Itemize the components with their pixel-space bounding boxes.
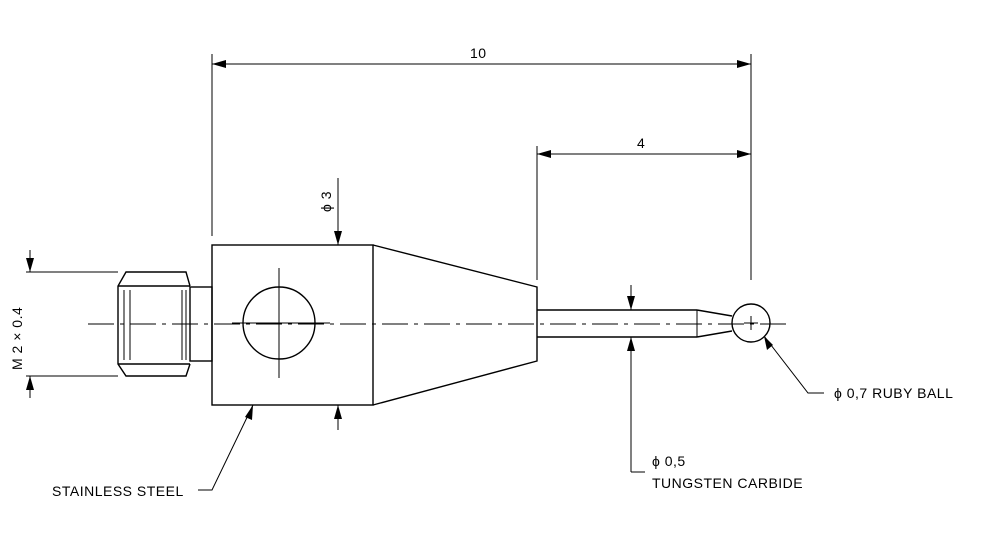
threaded-end — [117, 271, 213, 377]
stylus-body — [211, 244, 538, 406]
leader-ruby-ball: ϕ 0,7 RUBY BALL — [763, 335, 953, 401]
dimension-thread-label: M 2 × 0.4 — [9, 307, 25, 370]
stem-diameter-label: ϕ 0,5 — [652, 453, 686, 469]
dimension-stem-length: 4 — [536, 135, 751, 280]
dimension-overall-length: 10 — [211, 45, 752, 280]
body-material-label: STAINLESS STEEL — [52, 483, 184, 499]
ruby-ball-label: ϕ 0,7 RUBY BALL — [834, 385, 953, 401]
dimension-thread: M 2 × 0.4 — [9, 250, 118, 398]
dimension-4-label: 4 — [637, 135, 645, 151]
stem-material-label: TUNGSTEN CARBIDE — [652, 475, 803, 491]
dimension-stem-diameter: ϕ 0,5 TUNGSTEN CARBIDE — [627, 285, 803, 491]
leader-stainless-steel: STAINLESS STEEL — [52, 404, 254, 499]
dimension-body-diameter: ϕ 3 — [318, 178, 342, 430]
dimension-diameter-3-label: ϕ 3 — [318, 191, 334, 212]
ruby-ball — [731, 303, 771, 343]
dimension-10-label: 10 — [470, 45, 487, 61]
stylus-stem — [537, 309, 733, 338]
